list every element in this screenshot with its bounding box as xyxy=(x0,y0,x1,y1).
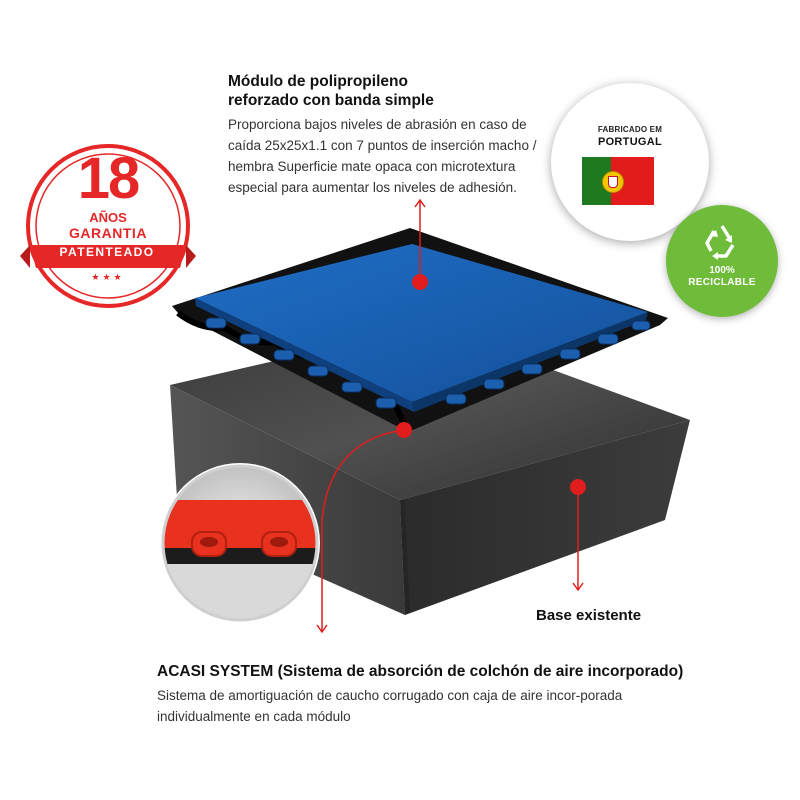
guarantee-years-label: AÑOS xyxy=(89,210,127,225)
guarantee-years-number: 18 xyxy=(77,146,141,211)
recyclable-badge: 100% RECICLABLE xyxy=(666,205,778,317)
recyclable-label: RECICLABLE xyxy=(688,277,756,288)
seal-stars-icon: ★★★ xyxy=(91,272,125,282)
tile-connectors xyxy=(205,317,651,409)
base-label: Base existente xyxy=(536,607,642,624)
tile-feature-title-line2: reforzado con banda simple xyxy=(228,92,434,109)
made-in-label: FABRICADO EM xyxy=(597,125,663,134)
acasi-system-description: Sistema de amortiguación de caucho corru… xyxy=(157,688,623,724)
country-label: PORTUGAL xyxy=(597,136,663,148)
recyclable-percent: 100% xyxy=(709,265,735,276)
guarantee-label: GARANTIA xyxy=(69,225,147,241)
guarantee-seal-ring xyxy=(20,144,196,308)
callout-dots xyxy=(396,274,586,495)
made-in-portugal-badge: FABRICADO EM PORTUGAL xyxy=(551,83,709,241)
patent-ribbon-text: PATENTEADO xyxy=(59,245,155,259)
inset-closeup xyxy=(160,463,320,623)
portugal-flag-icon xyxy=(582,157,654,205)
tile-feature-description: Proporciona bajos niveles de abrasión en… xyxy=(228,117,537,195)
tile-feature-title-line1: Módulo de polipropileno xyxy=(228,73,408,90)
callout-lines xyxy=(316,198,584,634)
acasi-system-title: ACASI SYSTEM (Sistema de absorción de co… xyxy=(157,663,684,680)
tile-feature-title: Módulo de polipropileno reforzado con ba… xyxy=(228,72,558,110)
recycle-icon xyxy=(705,225,735,260)
